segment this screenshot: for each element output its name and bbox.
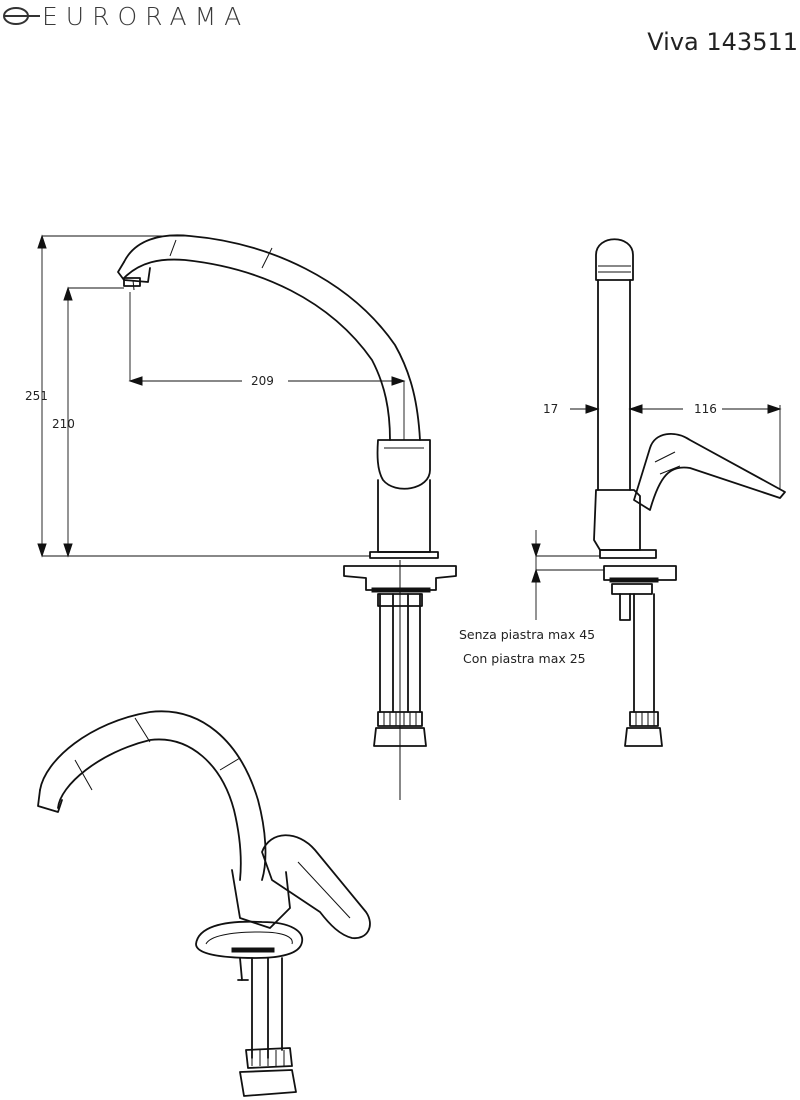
dim-handle-label: 116 xyxy=(694,402,717,416)
brand-name: EURORAMA xyxy=(42,2,250,31)
front-hose-nut xyxy=(377,711,423,727)
front-shank xyxy=(379,593,421,713)
front-view: 251 210 209 xyxy=(25,234,457,800)
dim-offset-label: 17 xyxy=(543,402,558,416)
dim-total-height-label: 251 xyxy=(25,389,48,403)
iso-hose-nut xyxy=(245,1047,293,1069)
iso-handle xyxy=(261,834,371,939)
front-spout-inner-outline xyxy=(123,258,391,441)
front-spout-outline xyxy=(123,234,421,441)
brand-logo-icon xyxy=(3,7,40,25)
side-view: 17 116 xyxy=(531,238,786,747)
iso-spout-outline xyxy=(39,710,267,881)
note-with-plate: Con piastra max 25 xyxy=(463,651,586,666)
dim-reach-label: 209 xyxy=(251,374,274,388)
front-handle-outline xyxy=(376,439,431,490)
note-without-plate: Senza piastra max 45 xyxy=(459,627,596,642)
dim-spout-height-label: 210 xyxy=(52,417,75,431)
side-handle xyxy=(633,433,786,511)
front-body xyxy=(377,479,431,553)
side-column xyxy=(597,279,631,491)
side-base-plate xyxy=(603,565,677,581)
iso-base-plate xyxy=(195,920,303,959)
side-spout-tip xyxy=(595,238,634,281)
side-hose xyxy=(633,593,655,713)
front-base-plate xyxy=(343,565,457,591)
isometric-view xyxy=(37,710,371,1097)
iso-spout-inner-outline xyxy=(57,738,242,881)
model-title: Viva 143511 xyxy=(647,28,798,56)
